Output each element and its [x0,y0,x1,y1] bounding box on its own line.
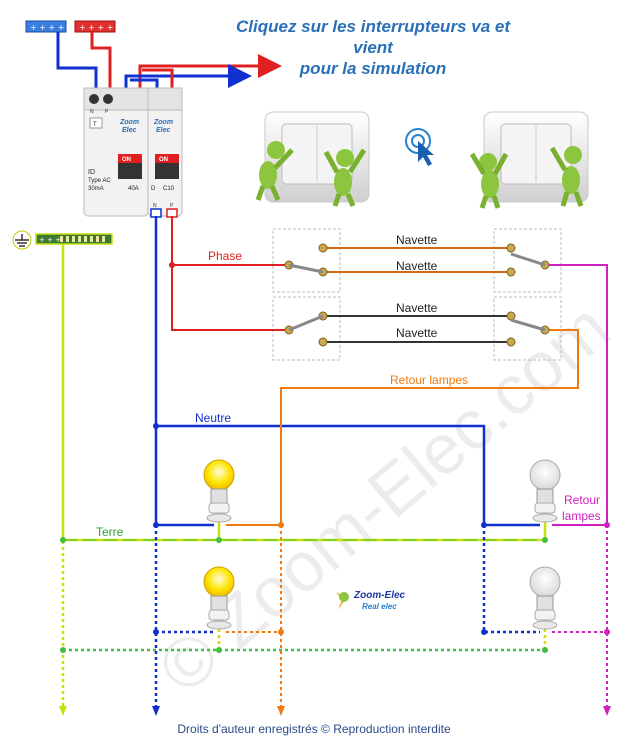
neutral-output-wire [124,64,252,90]
zoom-elec-logo: Zoom-Elec Real elec [336,590,406,611]
page-title: Cliquez sur les interrupteurs va et vien… [228,16,518,79]
ground-bar: + + + [12,230,113,250]
svg-text:+ + +: + + + [39,236,61,244]
switch-illustration-right[interactable] [483,111,589,203]
breaker-id-brand-1: Zoom [119,119,139,126]
svg-text:+ + + +: + + + + [30,23,64,32]
ground-wires [61,244,547,710]
pointer-click-icon [405,128,434,166]
bulb-off-icon [529,459,561,523]
phase-wires [171,216,289,331]
differential-breaker: N P T Zoom Elec ON ID Type AC 30mA 40A [83,87,149,217]
breaker-id-on-badge [118,154,142,163]
retour-lampes-wire [226,329,579,712]
label-navette-3: Navette [396,301,438,315]
breaker-c10-brand-2: Elec [156,127,171,134]
switch-left-top[interactable] [284,243,328,277]
breaker-c10-terminal-n: N [153,203,157,209]
breaker-id-test: T [93,122,97,128]
label-navette-2: Navette [396,259,438,273]
breaker-c10-d: D [151,186,156,192]
breaker-id-terminal-n: N [90,109,94,115]
neutral-jumper [130,78,159,90]
breaker-c10-on: ON [159,157,168,163]
ground-icon [12,230,32,250]
svg-text:+ + + +: + + + + [79,23,113,32]
navette-wires [323,247,511,343]
switch-box-left-bottom [272,296,341,361]
bulb-off-icon [529,566,561,630]
label-retour-lampes: Retour lampes [390,373,468,387]
label-neutre: Neutre [195,411,231,425]
breaker-id-name: ID [88,169,95,176]
neutral-supply-wire [56,32,98,90]
breaker-c10-brand-1: Zoom [153,119,173,126]
label-terre: Terre [96,525,124,539]
switch-right-bottom[interactable] [506,311,550,347]
bottom-arrows [59,706,611,716]
phase-supply-wire [90,32,112,90]
label-navette-1: Navette [396,233,438,247]
logo-line-2: Real elec [362,602,397,611]
switch-left-bottom[interactable] [284,311,328,347]
circuit-breaker-c10: Zoom Elec ON D C10 N P [147,87,183,218]
label-retour-1: Retour [564,493,600,507]
switch-box-left-top [272,228,341,293]
junction-dots [60,262,610,653]
breaker-c10-terminal-p: P [170,203,174,209]
label-phase: Phase [208,249,242,263]
person-figure-icon [469,146,584,209]
breaker-c10-rating: C10 [163,186,175,192]
person-figure-icon [255,141,367,207]
phase-jumper [142,68,174,90]
copyright-footer: Droits d'auteur enregistrés © Reproducti… [177,722,451,736]
breaker-id-type: Type AC [88,178,111,184]
retour-wire [545,264,608,712]
phase-supply-terminal: + + + + [74,20,116,33]
switch-right-top[interactable] [506,243,550,277]
label-retour-2: lampes [562,509,601,523]
breaker-id-rating: 40A [128,186,139,192]
bulb-lit-icon [203,459,235,523]
neutral-supply-terminal: + + + + [25,20,67,33]
breaker-id-brand-2: Elec [122,127,137,134]
breaker-id-sensitivity: 30mA [88,186,104,192]
label-navette-4: Navette [396,326,438,340]
title-line-1: Cliquez sur les interrupteurs va et vien… [236,17,510,57]
title-line-2: pour la simulation [299,59,447,78]
logo-line-1: Zoom-Elec [353,590,406,601]
breaker-id-terminal-p: P [105,109,109,115]
breaker-id-on: ON [122,157,131,163]
bulb-lit-icon [203,566,235,630]
